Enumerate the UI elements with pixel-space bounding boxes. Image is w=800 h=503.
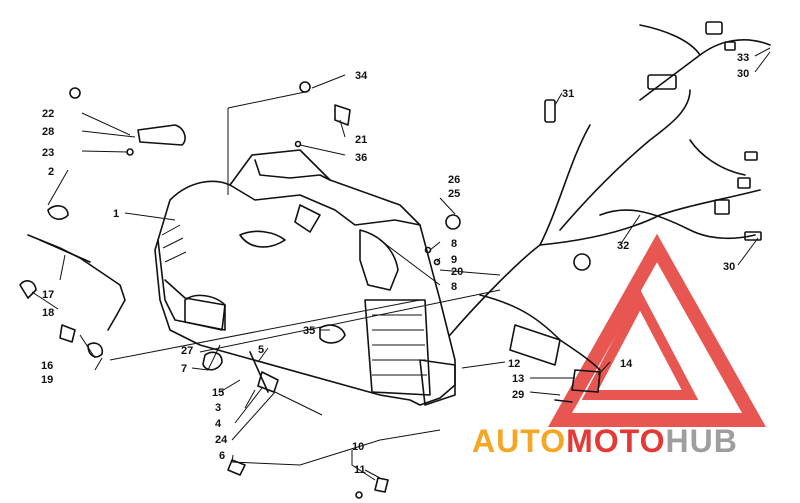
callout-28: 28: [42, 126, 54, 138]
callout-36: 36: [355, 152, 367, 164]
callout-16: 16: [41, 360, 53, 372]
watermark-logo: [548, 233, 766, 427]
callout-8b: 8: [451, 281, 457, 293]
callout-13: 13: [512, 373, 524, 385]
callout-4: 4: [215, 418, 222, 430]
left-vents: [161, 224, 187, 263]
callout-30b: 30: [723, 261, 735, 273]
callout-14: 14: [620, 358, 633, 370]
callout-29: 29: [512, 389, 524, 401]
wiring-harness: [449, 21, 771, 393]
callout-35: 35: [303, 325, 315, 337]
callout-11: 11: [354, 464, 366, 476]
svg-text:AUTOMOTOHUB: AUTOMOTOHUB: [472, 423, 738, 459]
callout-31: 31: [562, 88, 574, 100]
callout-8a: 8: [451, 238, 457, 250]
callout-3: 3: [215, 402, 221, 414]
callout-20: 20: [451, 266, 463, 278]
watermark-moto: MOTO: [566, 423, 665, 459]
callout-24: 24: [215, 434, 228, 446]
callout-33: 33: [737, 52, 749, 64]
shroud-vents: [372, 314, 427, 376]
leader-lines: [31, 47, 771, 481]
watermark-hub: HUB: [665, 423, 737, 459]
callout-34: 34: [355, 70, 368, 82]
callout-21: 21: [355, 134, 367, 146]
callout-22: 22: [42, 108, 54, 120]
callout-23: 23: [42, 147, 54, 159]
callout-12: 12: [508, 358, 520, 370]
watermark-auto: AUTO: [472, 423, 566, 459]
callout-10: 10: [352, 441, 364, 453]
callout-1: 1: [113, 208, 119, 220]
watermark-triangle-outer: [548, 233, 766, 427]
fasteners: [227, 81, 573, 499]
shroud-assembly: [154, 149, 456, 406]
callout-18: 18: [42, 307, 54, 319]
callout-15: 15: [212, 387, 224, 399]
callout-7: 7: [181, 363, 187, 375]
callout-32: 32: [617, 240, 629, 252]
callout-5: 5: [258, 344, 264, 356]
callout-30a: 30: [737, 68, 749, 80]
callout-25: 25: [448, 188, 460, 200]
callout-6: 6: [219, 450, 225, 462]
callout-labels: 1 2 3 4 5 6 7 8 8 9 10 11 12 13 14 15 16…: [41, 52, 749, 476]
callout-17: 17: [42, 289, 54, 301]
callout-26: 26: [448, 174, 460, 186]
callout-19: 19: [41, 374, 53, 386]
left-parts: [19, 87, 186, 358]
callout-9: 9: [451, 254, 457, 266]
callout-2: 2: [48, 166, 54, 178]
callout-27: 27: [181, 345, 193, 357]
watermark-text: AUTOMOTOHUB: [472, 423, 738, 459]
watermark-triangle-inner: [581, 289, 699, 400]
